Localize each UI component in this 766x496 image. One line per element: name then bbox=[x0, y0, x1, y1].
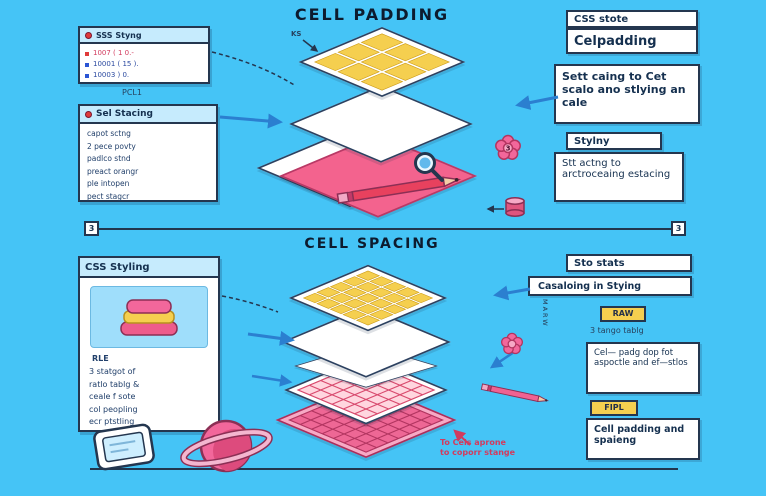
padding-grid-layer bbox=[298, 26, 466, 98]
padding-note: Sett caing to Cet scalo ano stlying an c… bbox=[554, 64, 700, 124]
stats-header: Sto stats bbox=[566, 254, 692, 272]
celpadding-label: Celpadding bbox=[566, 28, 698, 54]
gear-icon bbox=[85, 110, 92, 118]
arrow-right-to-padding-stack bbox=[515, 95, 559, 111]
arrow-left-to-padding-stack bbox=[219, 113, 283, 129]
list-item: capot sctng bbox=[87, 129, 131, 138]
bullet-square-icon bbox=[85, 73, 89, 78]
bottom-line bbox=[90, 468, 678, 470]
red-dot-icon bbox=[85, 31, 92, 39]
code-line: 10003 ) 0. bbox=[85, 70, 203, 81]
code-caption: PCL1 bbox=[122, 88, 142, 97]
css-styling-panel: CSS Styling RLE 3 statgot of ratlo tablg… bbox=[78, 256, 220, 432]
footnote-text: To Cels aprone to coporr stange bbox=[440, 438, 516, 457]
list-item: padlco stnd bbox=[87, 154, 131, 163]
styling-callout: Casaloing in Stying bbox=[528, 276, 692, 296]
cake-icon bbox=[120, 299, 178, 336]
styling-note: Stt actng to arctroceaing estacing bbox=[554, 152, 684, 202]
divider-cap-left: 3 bbox=[84, 221, 99, 236]
flower-number: 3 bbox=[506, 145, 511, 153]
summary-note: Cell padding and spaieng bbox=[586, 418, 700, 460]
padding-detail-note: Cel— padg dop fot aspoctle and ef—stlos bbox=[586, 342, 700, 394]
code-line: 1007 ( 1 0.- bbox=[85, 48, 203, 59]
list-item: ecr ptstling bbox=[89, 417, 135, 426]
settings-list-panel: Sel Stacing capot sctng 2 pece povty pad… bbox=[78, 104, 218, 202]
list-item: 2 pece povty bbox=[87, 141, 136, 151]
vertical-label: MARW bbox=[541, 299, 549, 328]
settings-list-header: Sel Stacing bbox=[80, 106, 216, 124]
css-styling-title: CSS Styling bbox=[85, 261, 150, 273]
raw-caption: 3 tango tablg bbox=[590, 326, 644, 335]
cake-preview-box bbox=[90, 286, 208, 348]
css-code-panel-header: SSS Styng bbox=[80, 28, 208, 44]
css-note-header: CSS stote bbox=[566, 10, 698, 28]
css-code-panel: SSS Styng 1007 ( 1 0.- 10001 ( 15 ). 100… bbox=[78, 26, 210, 84]
list-item: ceale f sote bbox=[89, 392, 136, 401]
ks-label: KS bbox=[291, 30, 302, 38]
spacing-grid-layer bbox=[288, 264, 448, 332]
divider-cap-right: 3 bbox=[671, 221, 686, 236]
fipl-tag: FIPL bbox=[590, 400, 638, 416]
code-panel-body: 1007 ( 1 0.- 10001 ( 15 ). 10003 ) 0. bbox=[80, 44, 208, 85]
spacing-cell-grid bbox=[302, 270, 434, 326]
list-item: ple intopen bbox=[87, 179, 130, 188]
dashed-guide bbox=[211, 51, 297, 87]
raw-tag: RAW bbox=[600, 306, 646, 322]
list-item: 3 statgot of bbox=[89, 367, 136, 376]
arrow-left-to-redgrid bbox=[251, 374, 293, 387]
flower-icon bbox=[500, 332, 524, 355]
bullet-square-icon bbox=[85, 51, 89, 56]
styling-header: Stylny bbox=[566, 132, 662, 150]
pencil-icon bbox=[480, 383, 550, 402]
rle-label: RLE bbox=[92, 354, 109, 363]
padding-cell-grid bbox=[314, 33, 450, 91]
settings-list-title: Sel Stacing bbox=[96, 109, 153, 119]
cylinder-icon bbox=[505, 197, 525, 217]
list-item: col peopling bbox=[89, 404, 138, 414]
arrow-ks bbox=[302, 39, 319, 52]
arrow-callout-to-stack bbox=[493, 285, 531, 301]
css-styling-header: CSS Styling bbox=[80, 258, 218, 278]
arrow-flower-to-stack bbox=[489, 350, 515, 369]
styling-list-body: 3 statgot of ratlo tablg & ceale f sote … bbox=[82, 362, 146, 433]
bullet-square-icon bbox=[85, 62, 89, 67]
cell-spacing-title: CELL SPACING bbox=[304, 236, 440, 252]
code-line: 10001 ( 15 ). bbox=[85, 59, 203, 70]
list-item: preact orangr bbox=[87, 166, 139, 176]
code-panel-title: SSS Styng bbox=[96, 30, 142, 40]
flower-icon: 3 bbox=[495, 134, 521, 160]
cell-padding-title: CELL PADDING bbox=[294, 5, 450, 24]
settings-list-body: capot sctng 2 pece povty padlco stnd pre… bbox=[80, 124, 216, 207]
list-item: pect stagcr bbox=[87, 191, 130, 201]
list-item: ratlo tablg & bbox=[89, 379, 140, 389]
divider-line bbox=[92, 228, 678, 230]
dashed-guide bbox=[221, 295, 279, 313]
